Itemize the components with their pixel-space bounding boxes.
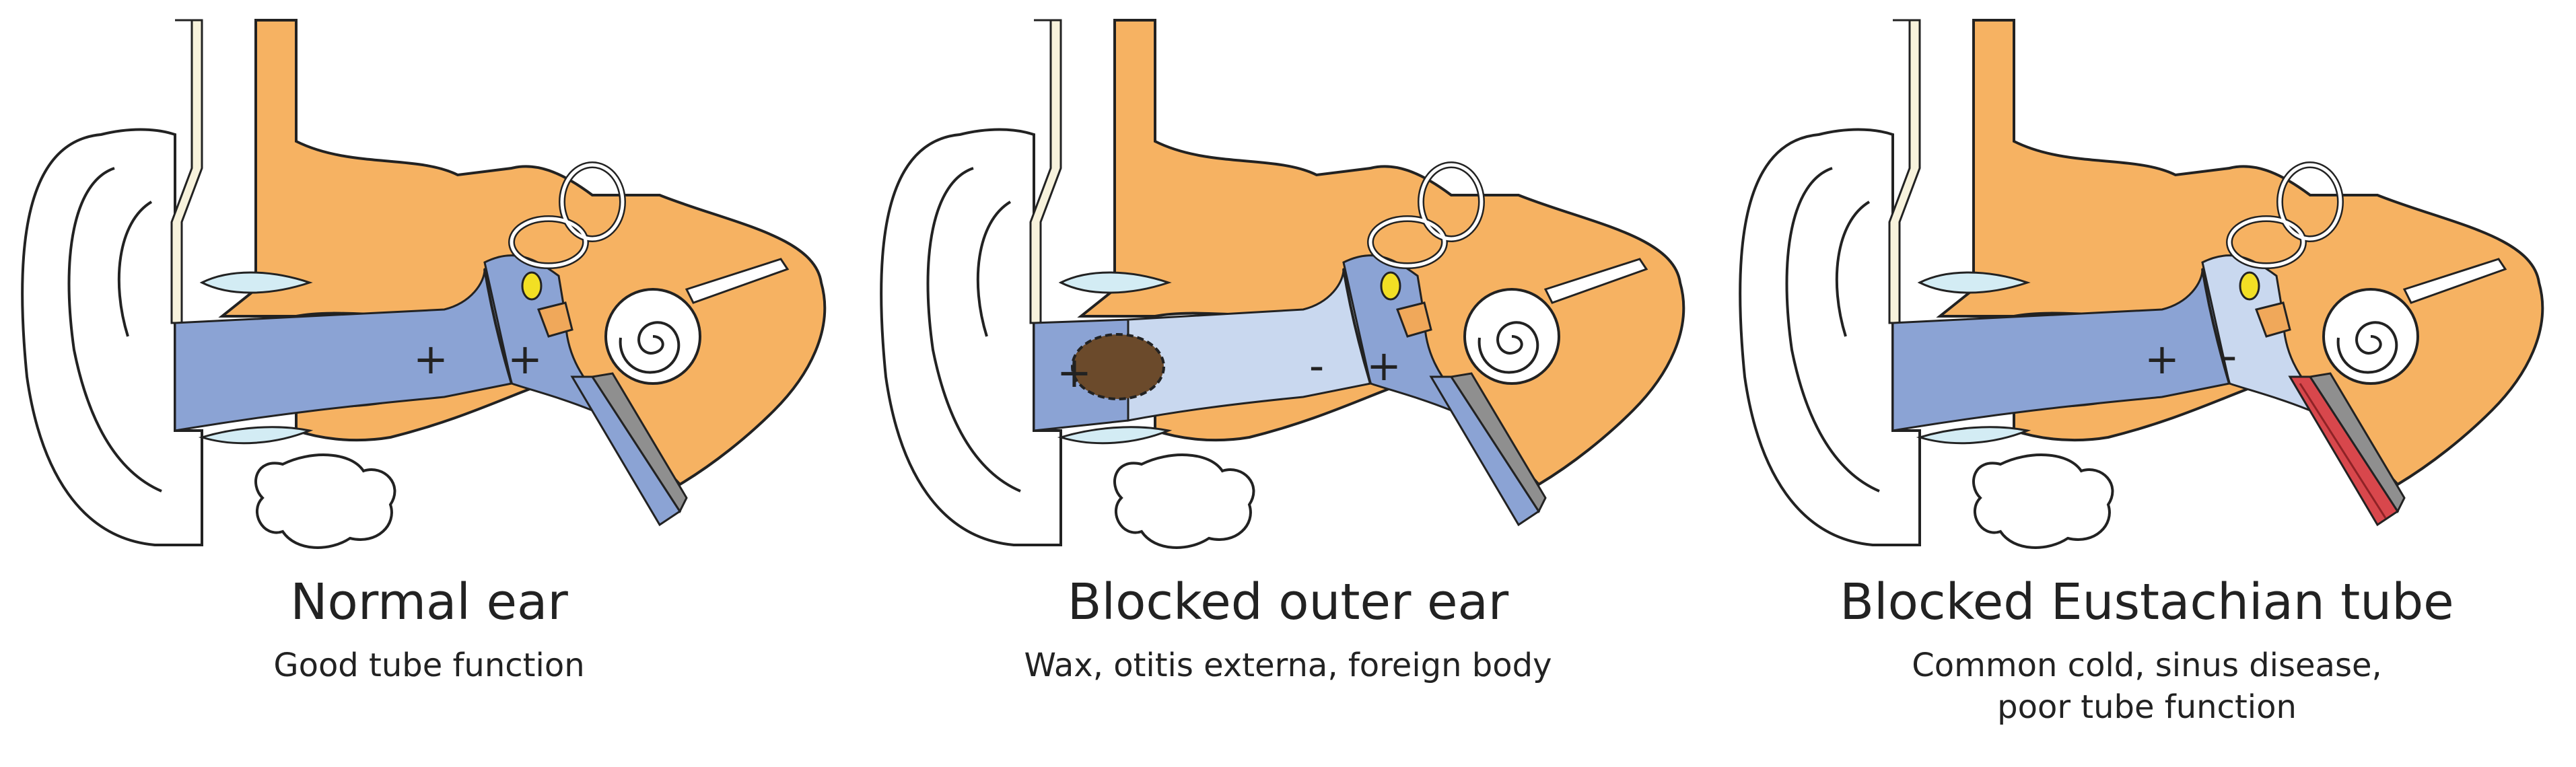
temporal-bone (1936, 19, 2544, 486)
semicircular-canal-2-inner (2227, 217, 2305, 268)
malleus (537, 301, 573, 338)
pressure-sign-1: + (2145, 334, 2180, 384)
cochlea-spiral (1477, 321, 1539, 374)
incus (521, 271, 543, 301)
pinna (880, 128, 1062, 546)
panel-subtitle: Good tube function (273, 647, 585, 684)
helix-fold (926, 167, 1021, 492)
incus (1380, 271, 1401, 301)
panel-subtitle: Wax, otitis externa, foreign body (1024, 647, 1552, 684)
eardrum (483, 268, 513, 384)
panel-blocked-eustachian-tube: + - Blocked Eustachian tube Common cold,… (1718, 0, 2576, 767)
ear-canal (1891, 261, 2231, 432)
wax-plug (1071, 333, 1165, 400)
pinna (1739, 128, 1921, 546)
incus (2239, 271, 2260, 301)
semicircular-canal-1-inner (1419, 163, 1484, 241)
fluid-pocket-lower (1057, 426, 1173, 445)
semicircular-canal-1-inner (560, 163, 625, 241)
ear-canal (174, 261, 513, 432)
temporal-bone (218, 19, 827, 486)
panel-blocked-outer-ear: + - + Blocked outer ear Wax, otitis exte… (859, 0, 1717, 767)
cochlea-spiral (619, 321, 681, 374)
panel-normal-ear: + + Normal ear Good tube function (0, 0, 858, 767)
pressure-sign-1: + (413, 334, 448, 384)
parotid-tissue (1113, 453, 1255, 549)
semicircular-canal-1-inner (2278, 163, 2342, 241)
eardrum (1342, 268, 1372, 384)
normal-ear-diagram: + + (21, 19, 827, 549)
pinna (21, 128, 203, 546)
panel-title: Blocked outer ear (1067, 573, 1509, 631)
fluid-pocket-upper (1058, 271, 1172, 294)
panel-title: Blocked Eustachian tube (1840, 573, 2454, 631)
fluid-pocket-lower (198, 426, 314, 445)
semicircular-canal-2-inner (1368, 217, 1447, 268)
antihelix-fold (117, 200, 153, 337)
tube-cartilage (1449, 372, 1547, 514)
panel-title: Normal ear (290, 573, 568, 631)
blocked-eustachian-tube-diagram: + - (1739, 19, 2544, 549)
auditory-nerve (685, 258, 790, 304)
pressure-sign-2: - (2222, 331, 2237, 380)
ear-canal-inner (1127, 261, 1372, 422)
pressure-sign-1: + (1057, 348, 1092, 397)
antihelix-fold (1835, 200, 1871, 337)
fluid-pocket-upper (199, 271, 313, 294)
parotid-tissue (254, 453, 396, 549)
parotid-tissue (1972, 453, 2114, 549)
antihelix-fold (976, 200, 1012, 337)
pressure-sign-2: - (1309, 341, 1324, 390)
fluid-pocket-upper (1917, 271, 2031, 294)
malleus (1396, 301, 1432, 338)
helix-fold (67, 167, 162, 492)
semicircular-canal-2-inner (510, 217, 588, 268)
blocked-outer-ear-diagram: + - + (880, 19, 1685, 549)
tube-cartilage (2308, 372, 2406, 514)
tube-cartilage (590, 372, 688, 514)
inflamed-lining-line-1 (2299, 383, 2387, 519)
temporal-bone (1077, 19, 1685, 486)
helix-fold (1785, 167, 1880, 492)
auditory-nerve (1543, 258, 1648, 304)
panel-subtitle: Common cold, sinus disease, poor tube fu… (1912, 647, 2382, 727)
malleus (2255, 301, 2291, 338)
fluid-pocket-lower (1916, 426, 2031, 445)
auditory-nerve (2402, 258, 2507, 304)
eardrum (2201, 268, 2231, 384)
pressure-sign-2: + (508, 334, 543, 384)
cochlea-spiral (2336, 321, 2398, 374)
pressure-sign-3: + (1366, 341, 1401, 390)
